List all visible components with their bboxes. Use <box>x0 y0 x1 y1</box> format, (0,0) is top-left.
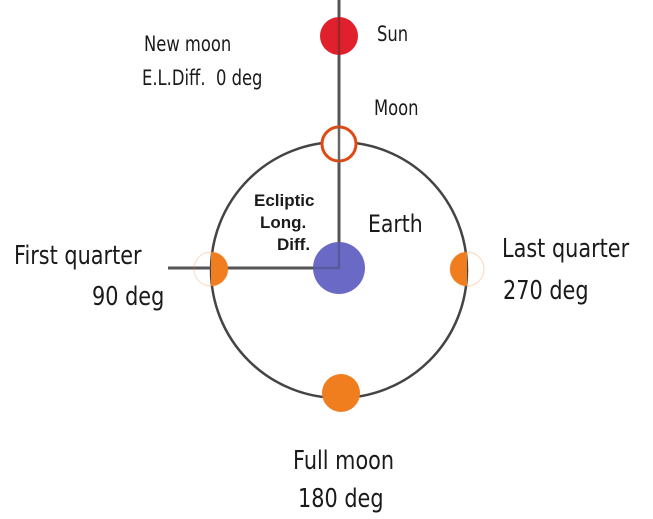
last-quarter-label: Last quarter <box>502 234 630 264</box>
new-moon-el-diff-label: E.L.Diff. 0 deg <box>142 66 263 90</box>
new-moon-label: New moon <box>144 32 232 56</box>
first-quarter-deg-label: 90 deg <box>92 282 165 312</box>
ecliptic-label-line3: Diff. <box>277 235 311 254</box>
earth-line-overlay <box>313 242 341 270</box>
last-quarter-moon-outline <box>449 251 485 287</box>
last-quarter-deg-label: 270 deg <box>503 276 589 306</box>
first-quarter-moon-icon <box>211 252 228 286</box>
earth-label: Earth <box>368 210 423 238</box>
full-moon-label: Full moon <box>293 446 395 476</box>
ecliptic-label-line1: Ecliptic <box>254 191 315 210</box>
first-quarter-label: First quarter <box>14 241 142 271</box>
moon-label: Moon <box>374 96 419 120</box>
full-moon-deg-label: 180 deg <box>298 484 384 514</box>
sun-label: Sun <box>377 22 409 46</box>
last-quarter-moon-icon <box>450 252 467 286</box>
full-moon-icon <box>322 374 360 412</box>
first-quarter-moon-outline <box>193 251 229 287</box>
ecliptic-label-line2: Long. <box>260 213 307 232</box>
